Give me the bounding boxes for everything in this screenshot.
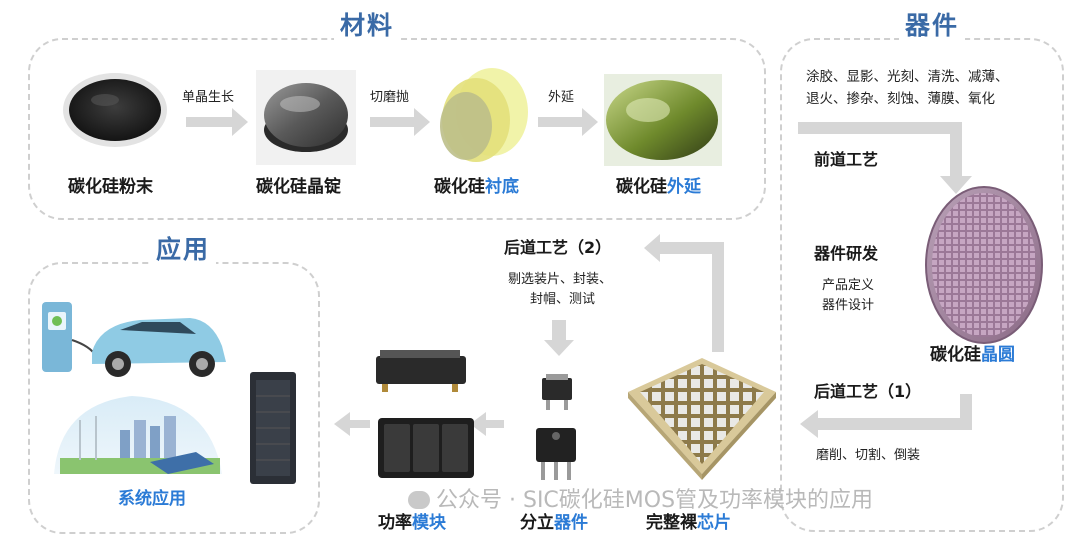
label-sic-wafer-prefix: 碳化硅 [930,345,981,365]
label-power-module: 功率模块 [378,508,446,533]
sic-substrate-image [440,68,528,162]
power-module-image [376,350,474,478]
ev-charging-image [42,302,226,377]
arrow-substrate-to-epi [538,108,598,136]
label-system-application: 系统应用 [118,489,186,509]
arrow-down-to-discrete [544,320,574,356]
application-title: 应用 [150,230,217,266]
sic-wafer-image [925,186,1043,344]
sic-ingot-image [256,70,356,165]
label-bare-die-suffix: 芯片 [697,513,731,533]
label-discrete-device: 分立器件 [520,508,588,533]
watermark: 公众号 · SIC碳化硅MOS管及功率模块的应用 [408,482,873,514]
materials-title: 材料 [334,6,401,42]
arrow-front-process-to-wafer [798,122,972,194]
wechat-icon [408,491,430,509]
label-module-prefix: 功率 [378,513,412,533]
label-sic-epi: 碳化硅外延 [616,172,701,197]
label-bare-die-prefix: 完整裸 [646,513,697,533]
back-process-2-label: 后道工艺（2） [504,238,612,257]
sic-powder-image [63,73,167,147]
arrow-bare-die-to-back-process-2 [644,234,724,352]
label-sic-substrate: 碳化硅衬底 [434,172,519,197]
back-process-1-label: 后道工艺（1） [814,382,922,401]
devices-title: 器件 [899,6,966,42]
front-process-steps-line1: 涂胶、显影、光刻、清洗、减薄、 [806,69,1009,85]
label-epitaxy-step: 外延 [548,90,575,105]
label-sic-ingot: 碳化硅晶锭 [256,177,341,197]
renewable-energy-image [54,396,222,474]
device-rnd-label: 器件研发 [814,244,879,263]
arrow-powder-to-ingot [186,108,248,136]
front-process-label: 前道工艺 [814,150,879,169]
label-sic-substrate-prefix: 碳化硅 [434,177,485,197]
discrete-devices-image [536,374,576,480]
device-rnd-line1: 产品定义 [822,278,875,293]
arrow-wafer-to-bare-die [800,394,972,438]
back-process-2-line1: 剔选装片、封装、 [508,272,613,287]
label-crystal-growth: 单晶生长 [182,90,235,105]
label-module-suffix: 模块 [412,513,446,533]
front-process-steps-line2: 退火、掺杂、刻蚀、薄膜、氧化 [806,91,995,107]
arrow-ingot-to-substrate [370,108,430,136]
server-rack-image [250,372,296,484]
arrow-discrete-to-module [470,412,504,436]
label-bare-die: 完整裸芯片 [646,508,731,533]
label-sic-epi-prefix: 碳化硅 [616,177,667,197]
label-sic-powder: 碳化硅粉末 [68,177,153,197]
back-process-2-line2: 封帽、测试 [530,292,596,307]
label-sic-wafer-suffix: 晶圆 [981,345,1015,365]
label-discrete-suffix: 器件 [554,513,588,533]
watermark-text: 公众号 · SIC碳化硅MOS管及功率模块的应用 [436,488,874,513]
label-discrete-prefix: 分立 [520,513,554,533]
device-rnd-line2: 器件设计 [822,298,875,313]
label-sic-wafer: 碳化硅晶圆 [930,340,1015,365]
label-sic-substrate-suffix: 衬底 [485,177,519,197]
back-process-1-steps: 磨削、切割、倒装 [816,448,921,463]
bare-die-chips-image [628,358,776,480]
sic-epi-image [604,74,722,166]
arrow-module-to-application [334,412,370,436]
label-cut-grind-polish: 切磨抛 [370,90,410,105]
label-sic-epi-suffix: 外延 [667,177,701,197]
